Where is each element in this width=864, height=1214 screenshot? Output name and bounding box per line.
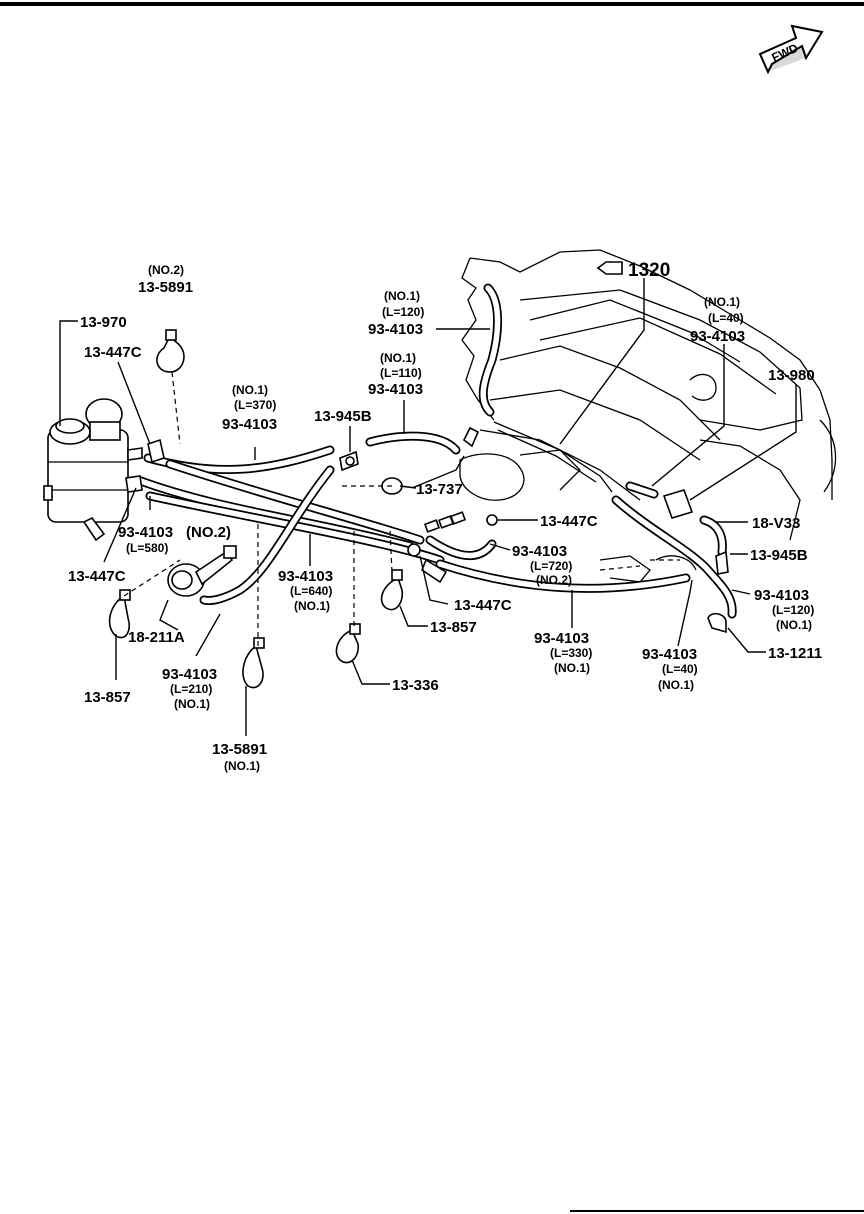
label-h2-len: (L=110) bbox=[380, 366, 422, 380]
leader-lines bbox=[59, 278, 797, 736]
label-h7-pn: 93-4103 bbox=[118, 524, 173, 541]
label-h4-pn: 93-4103 bbox=[690, 328, 745, 345]
label-h9-len: (L=330) bbox=[550, 646, 592, 660]
label-13-5891-bot-no: (NO.1) bbox=[224, 759, 260, 773]
label-13-970: 13-970 bbox=[80, 314, 127, 331]
label-h8-pn: 93-4103 bbox=[278, 568, 333, 585]
label-18-v33: 18-V33 bbox=[752, 515, 800, 532]
label-13-447c-b: 13-447C bbox=[540, 513, 598, 530]
label-13-857-a: 13-857 bbox=[84, 689, 131, 706]
label-13-945b-a: 13-945B bbox=[314, 408, 372, 425]
label-h5-no: (NO.2) bbox=[536, 573, 572, 587]
label-h6-len: (L=120) bbox=[772, 603, 814, 617]
label-13-447c-a: 13-447C bbox=[84, 344, 142, 361]
label-13-737: 13-737 bbox=[416, 481, 463, 498]
label-h9-no: (NO.1) bbox=[554, 661, 590, 675]
label-13-980: 13-980 bbox=[768, 367, 815, 384]
label-13-336: 13-336 bbox=[392, 677, 439, 694]
assembly-lines bbox=[123, 371, 680, 646]
solenoid-valve bbox=[167, 545, 237, 597]
label-h2-pn: 93-4103 bbox=[368, 381, 423, 398]
label-13-5891-top-no: (NO.2) bbox=[148, 263, 184, 277]
ref-1320: 1320 bbox=[596, 260, 670, 281]
label-h1-no: (NO.1) bbox=[232, 383, 268, 397]
label-h10-len: (L=40) bbox=[662, 662, 698, 676]
label-h1-pn: 93-4103 bbox=[222, 416, 277, 433]
label-h11-pn: 93-4103 bbox=[162, 666, 217, 683]
label-h5-pn: 93-4103 bbox=[512, 543, 567, 560]
label-13-5891-top: 13-5891 bbox=[138, 279, 193, 296]
label-13-1211: 13-1211 bbox=[768, 645, 822, 662]
label-h7-len: (L=580) bbox=[126, 541, 168, 555]
label-h1-len: (L=370) bbox=[234, 398, 276, 412]
label-13-945b-b: 13-945B bbox=[750, 547, 808, 564]
label-h8-no: (NO.1) bbox=[294, 599, 330, 613]
label-h2-no: (NO.1) bbox=[380, 351, 416, 365]
label-h3-no: (NO.1) bbox=[384, 289, 420, 303]
label-h8-len: (L=640) bbox=[290, 584, 332, 598]
fittings bbox=[125, 426, 729, 634]
label-h11-len: (L=210) bbox=[170, 682, 212, 696]
label-h11-no: (NO.1) bbox=[174, 697, 210, 711]
label-h6-no: (NO.1) bbox=[776, 618, 812, 632]
label-h6-pn: 93-4103 bbox=[754, 587, 809, 604]
label-13-447c-c: 13-447C bbox=[68, 568, 126, 585]
engine-outline bbox=[459, 249, 837, 583]
label-h7-no: (NO.2) bbox=[186, 524, 231, 541]
label-h5-len: (L=720) bbox=[530, 559, 572, 573]
fwd-arrow-icon: FWD bbox=[758, 24, 824, 75]
label-h3-len: (L=120) bbox=[382, 305, 424, 319]
label-13-857-b: 13-857 bbox=[430, 619, 477, 636]
label-h4-no: (NO.1) bbox=[704, 295, 740, 309]
ref-1320-label: 1320 bbox=[628, 260, 670, 281]
bottom-border-rule bbox=[570, 1210, 864, 1212]
top-border-rule bbox=[0, 2, 864, 6]
label-h10-no: (NO.1) bbox=[658, 678, 694, 692]
label-18-211a: 18-211A bbox=[128, 629, 185, 646]
label-h9-pn: 93-4103 bbox=[534, 630, 589, 647]
label-13-5891-bot: 13-5891 bbox=[212, 741, 267, 758]
label-h4-len: (L=40) bbox=[708, 311, 744, 325]
charcoal-canister bbox=[43, 398, 143, 542]
label-h10-pn: 93-4103 bbox=[642, 646, 697, 663]
label-h3-pn: 93-4103 bbox=[368, 321, 423, 338]
part-labels: 13-970 13-447C (NO.2) 13-5891 (NO.1) (L=… bbox=[68, 263, 822, 773]
label-13-447c-d: 13-447C bbox=[454, 597, 512, 614]
